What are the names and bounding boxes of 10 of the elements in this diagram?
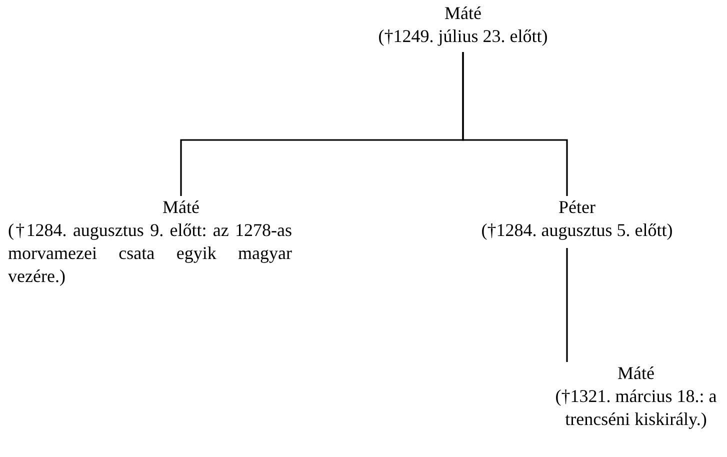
person-name: Máté	[444, 2, 482, 25]
person-name: Péter	[558, 196, 596, 219]
connector-line	[462, 52, 568, 196]
life-note: (†1284. augusztus 9. előtt: az 1278-as morvamezei csata egyik magyar vezére.)	[8, 219, 292, 288]
person-name: Máté	[618, 362, 654, 385]
life-note: (†1321. március 18.: a trencséni kiskirály.)	[554, 385, 718, 431]
person-name: Máté	[162, 196, 200, 219]
life-note: (†1284. augusztus 5. előtt)	[481, 219, 673, 242]
connector-line	[566, 248, 568, 362]
life-note: (†1249. július 23. előtt)	[378, 25, 548, 48]
